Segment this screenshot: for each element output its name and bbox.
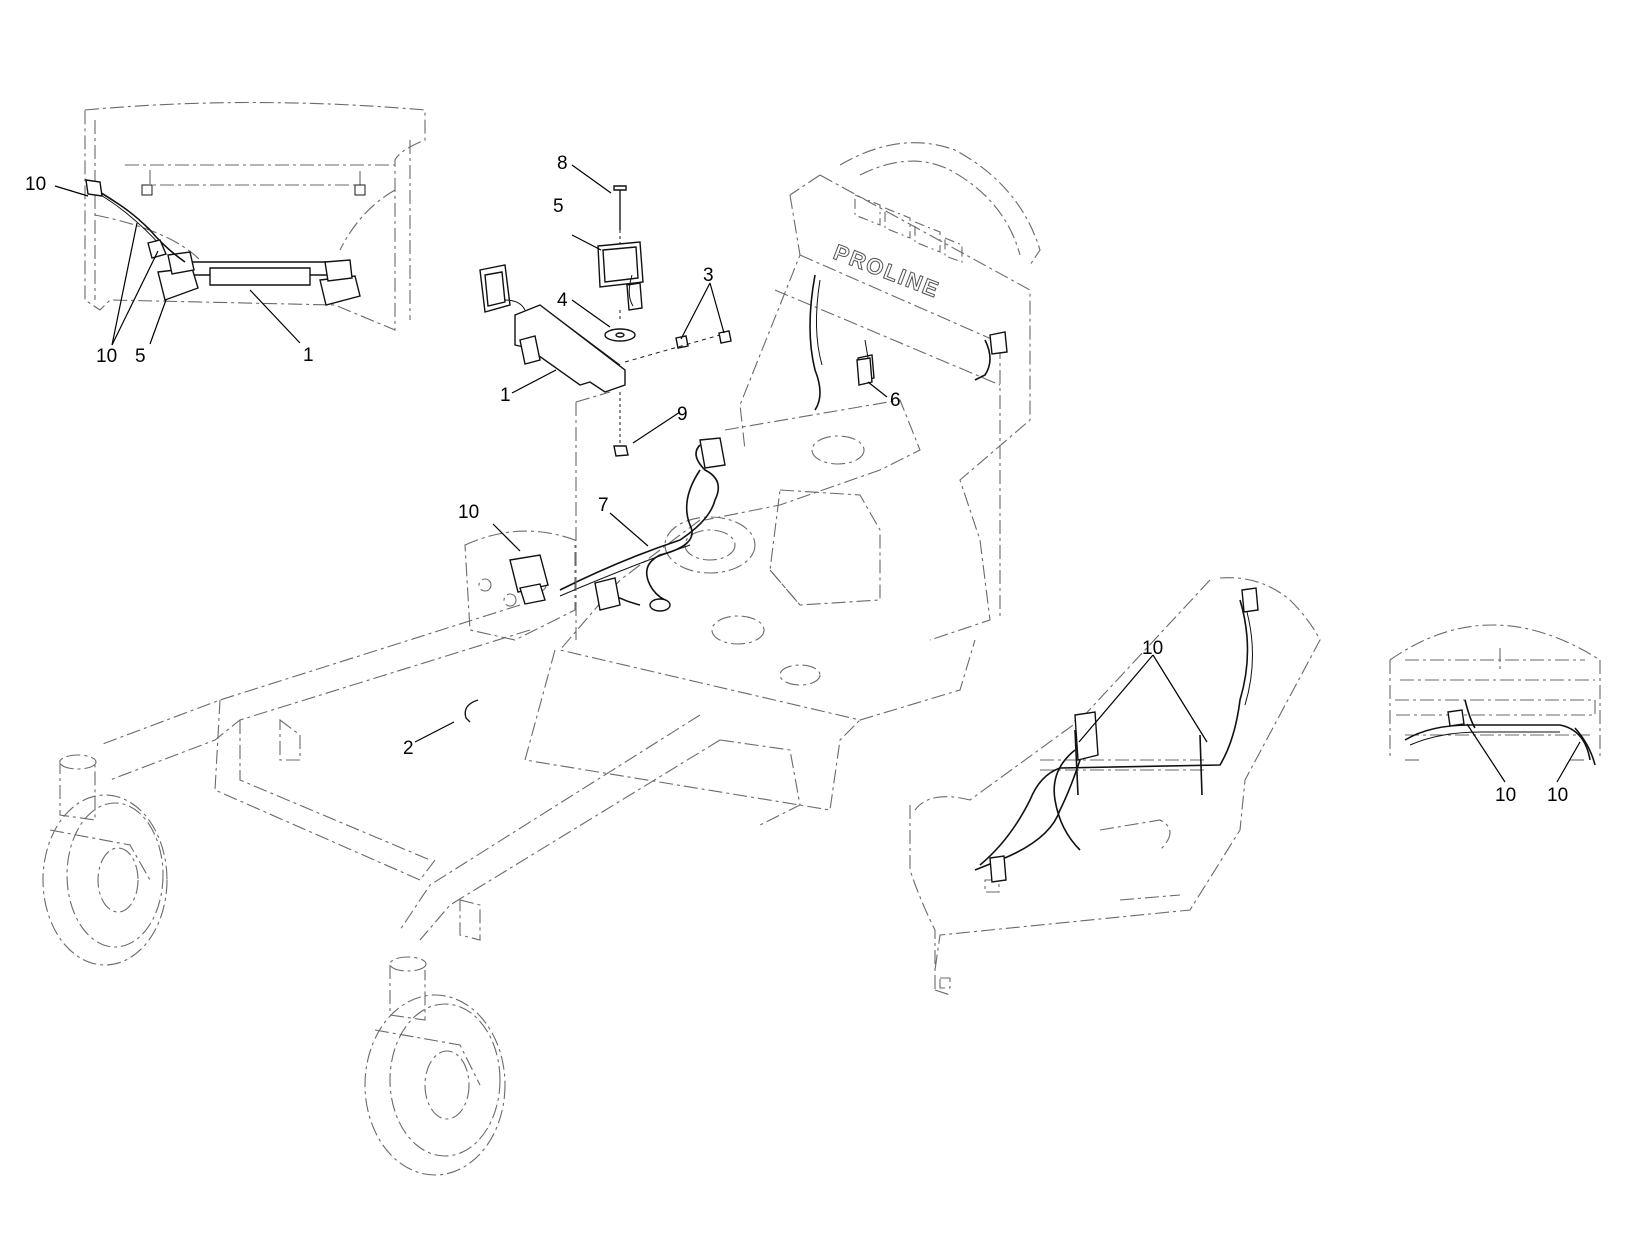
callout-5-inset: 5 (135, 346, 146, 367)
callout-1-inset: 1 (303, 345, 314, 366)
callout-labels: 10 10 5 1 8 5 3 4 1 9 6 7 10 2 10 10 10 (25, 153, 1568, 806)
callout-10-inset-bottom: 10 (96, 346, 117, 367)
callout-9: 9 (677, 404, 688, 425)
light-bracket-assembly (479, 185, 732, 640)
callout-2: 2 (403, 738, 414, 759)
inset-rear-view (1389, 624, 1601, 766)
callout-10-inset-top: 10 (25, 174, 46, 195)
callout-1: 1 (500, 385, 511, 406)
callout-3: 3 (703, 265, 714, 286)
inset-fender-view (909, 577, 1321, 996)
callout-6: 6 (890, 390, 901, 411)
callout-5: 5 (553, 196, 564, 217)
caster-wheel-left (42, 754, 168, 966)
inset-light-bar-view (84, 101, 426, 331)
machine-chassis: PROLINE (42, 142, 1041, 1176)
caster-wheel-right (364, 956, 506, 1176)
callout-7: 7 (598, 495, 609, 516)
callout-leaders (54, 164, 1581, 783)
callout-10-right-inset: 10 (1142, 638, 1163, 659)
callout-10-far-right-b: 10 (1547, 785, 1568, 806)
callout-4: 4 (557, 290, 568, 311)
callout-10-far-right-a: 10 (1495, 785, 1516, 806)
callout-10-main: 10 (458, 502, 479, 523)
callout-8: 8 (557, 153, 568, 174)
